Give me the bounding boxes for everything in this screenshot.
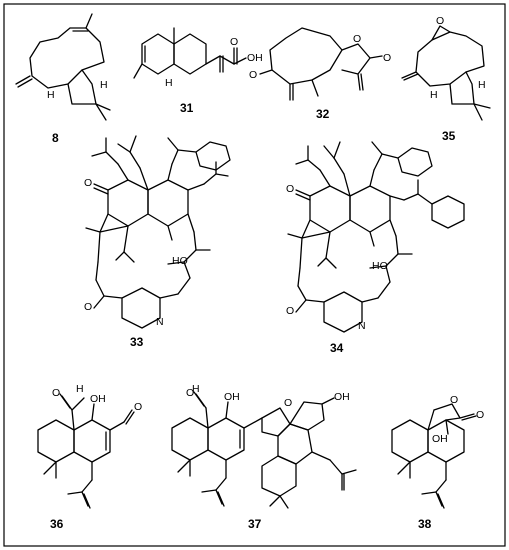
atom-o: O (353, 33, 361, 45)
atom-h: H (100, 79, 108, 91)
compound-38-structure: O O OH 38 (391, 394, 484, 531)
compound-label: 38 (418, 517, 432, 531)
atom-o: O (84, 177, 92, 189)
atom-o: O (230, 36, 238, 48)
atom-o: O (84, 301, 92, 313)
atom-o: O (436, 15, 444, 27)
atom-h: H (192, 383, 200, 395)
compound-label: 35 (442, 129, 456, 143)
compound-37-structure: H O OH OH O 37 (171, 383, 357, 531)
atom-o: O (134, 401, 142, 413)
atom-o: O (286, 305, 294, 317)
atom-oh: OH (90, 393, 106, 405)
compound-label: 37 (248, 517, 262, 531)
atom-h: H (478, 79, 486, 91)
atom-oh: OH (247, 52, 263, 64)
atom-o: O (450, 394, 458, 406)
atom-o: O (383, 52, 391, 64)
atom-o: O (52, 387, 60, 399)
compound-35-structure: O H H 35 (401, 15, 491, 143)
compound-36-structure: H O OH O 36 (37, 383, 142, 531)
atom-o: O (284, 397, 292, 409)
compound-32-structure: O O O 32 (249, 27, 391, 121)
atom-h: H (76, 383, 84, 395)
atom-h: H (430, 89, 438, 101)
compound-label: 34 (330, 341, 344, 355)
atom-ho: HO (372, 260, 388, 272)
atom-oh: OH (334, 391, 350, 403)
compound-33-structure: N HO O O 33 (84, 135, 231, 349)
figure-border (3, 3, 506, 547)
atom-h: H (47, 89, 55, 101)
atom-ho: HO (172, 255, 188, 267)
atom-o: O (476, 409, 484, 421)
atom-o: O (286, 183, 294, 195)
atom-o: O (186, 387, 194, 399)
compound-label: 36 (50, 517, 64, 531)
atom-n: N (156, 316, 164, 328)
compound-8-structure: H H 8 (15, 13, 111, 145)
atom-oh: OH (224, 391, 240, 403)
compound-label: 8 (52, 131, 59, 145)
compound-31-structure: O OH H 31 (133, 27, 263, 115)
atom-h: H (165, 77, 173, 89)
compound-label: 32 (316, 107, 330, 121)
compound-label: 31 (180, 101, 194, 115)
compound-label: 33 (130, 335, 144, 349)
atom-oh: OH (432, 433, 448, 445)
atom-n: N (358, 320, 366, 332)
compound-34-structure: N HO O O 34 (286, 141, 465, 355)
atom-o: O (249, 69, 257, 81)
